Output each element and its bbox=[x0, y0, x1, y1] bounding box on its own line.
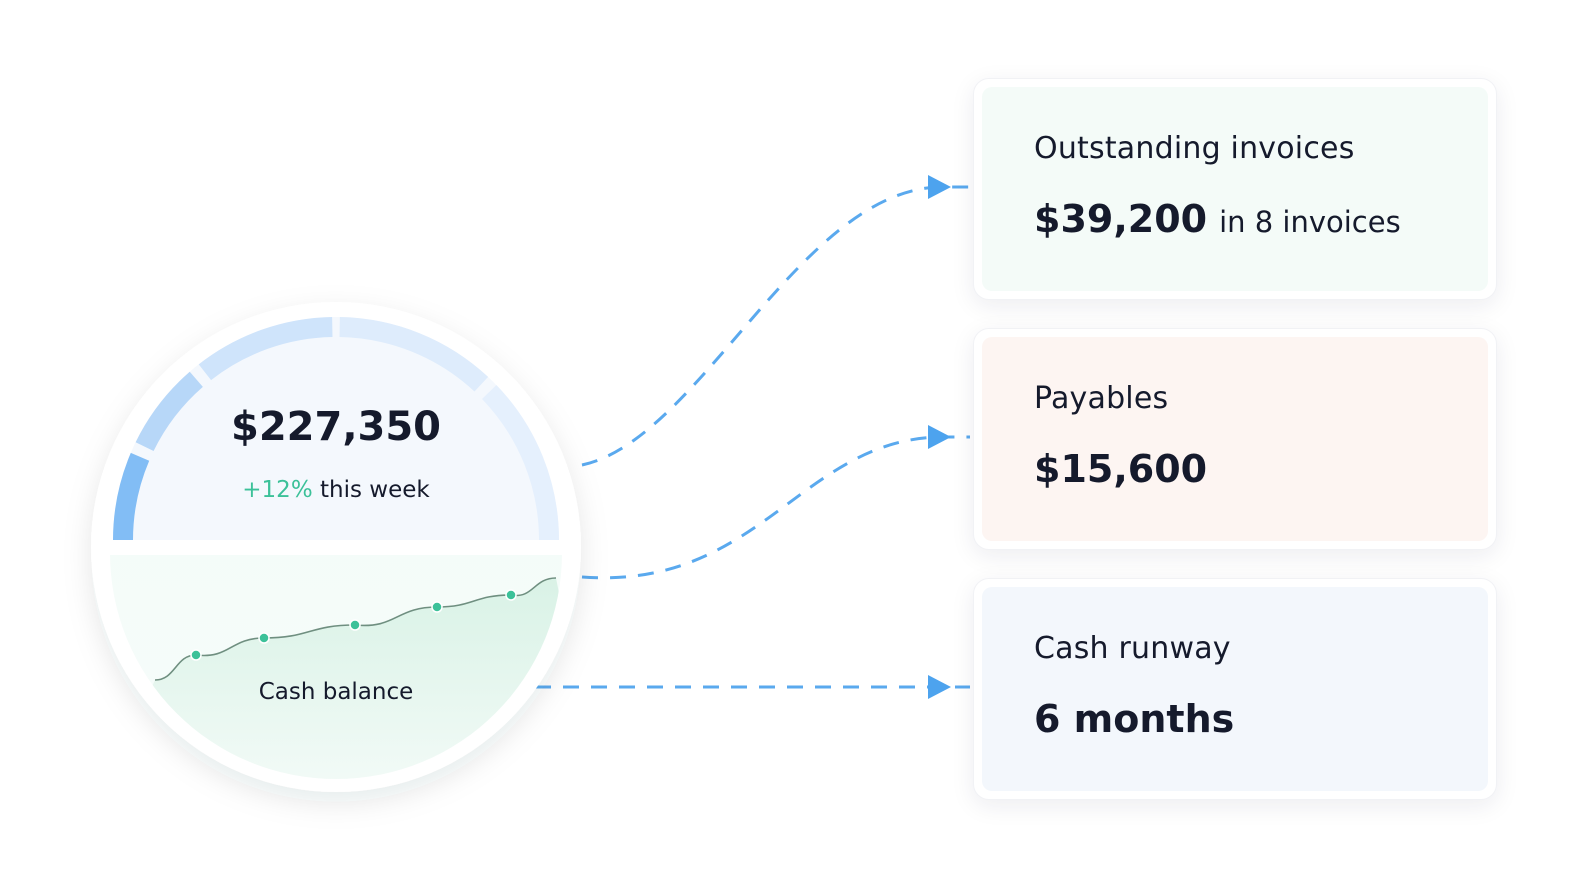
card-panel bbox=[982, 337, 1488, 541]
card-value: 6 months bbox=[1034, 697, 1235, 741]
card-value: $39,200 in 8 invoices bbox=[1034, 197, 1401, 241]
connector-payables bbox=[581, 435, 970, 580]
card-cash-runway[interactable]: Cash runway 6 months bbox=[973, 578, 1497, 800]
invoice-amount: $39,200 bbox=[1034, 197, 1208, 241]
card-panel bbox=[982, 587, 1488, 791]
trend-point bbox=[505, 589, 517, 601]
gauge-segment bbox=[339, 317, 489, 392]
connectors bbox=[535, 185, 970, 689]
change-percent: +12% bbox=[242, 477, 313, 503]
card-title: Outstanding invoices bbox=[1034, 131, 1355, 166]
card-title: Cash runway bbox=[1034, 631, 1231, 666]
trend-point bbox=[349, 619, 361, 631]
card-value: $15,600 bbox=[1034, 447, 1208, 491]
gauge-segment bbox=[113, 452, 150, 541]
arrow-head-icon bbox=[928, 425, 951, 449]
gauge-segment bbox=[135, 371, 203, 452]
card-title: Payables bbox=[1034, 381, 1169, 416]
invoice-count: in 8 invoices bbox=[1219, 205, 1401, 239]
cash-balance-amount: $227,350 bbox=[230, 404, 442, 450]
card-payables[interactable]: Payables $15,600 bbox=[973, 328, 1497, 550]
gauge-segment bbox=[198, 317, 333, 381]
trend-point bbox=[431, 601, 443, 613]
cash-balance-label: Cash balance bbox=[258, 679, 414, 705]
balance-change: +12% this week bbox=[176, 477, 496, 503]
trend-point bbox=[190, 649, 202, 661]
trend-point bbox=[258, 632, 270, 644]
card-panel bbox=[982, 87, 1488, 291]
card-outstanding-invoices[interactable]: Outstanding invoices $39,200 in 8 invoice… bbox=[973, 78, 1497, 300]
gauge-segment bbox=[481, 385, 559, 541]
balance-gauge bbox=[113, 317, 559, 541]
arrow-head-icon bbox=[928, 175, 951, 199]
arrow-head-icon bbox=[928, 675, 951, 699]
change-period: this week bbox=[320, 477, 430, 503]
connector-invoices bbox=[581, 185, 970, 467]
